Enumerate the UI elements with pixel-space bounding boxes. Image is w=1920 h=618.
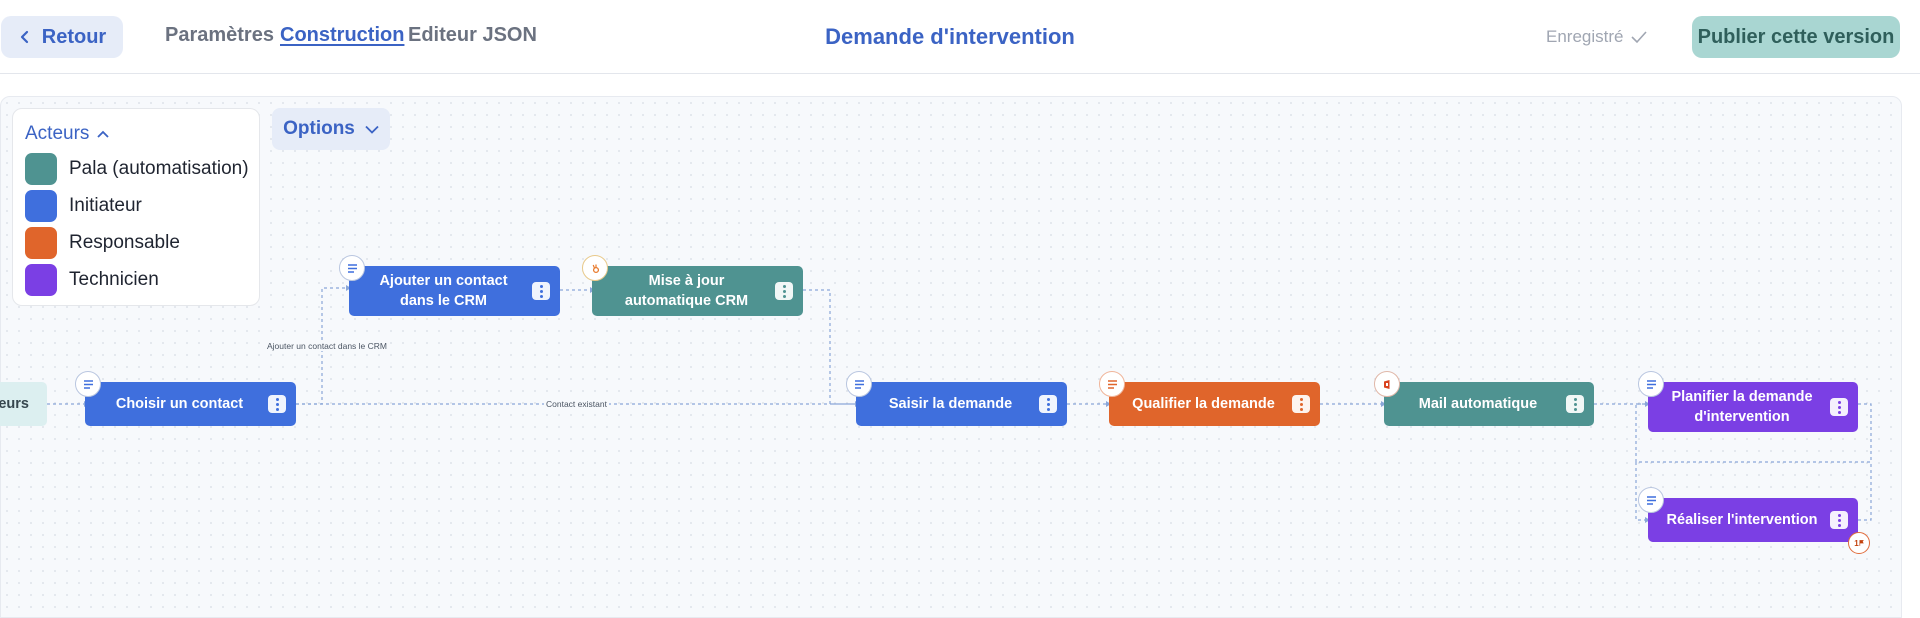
legend-item-label: Pala (automatisation)	[69, 158, 249, 179]
top-bar: Retour Paramètres Construction Editeur J…	[0, 0, 1920, 74]
form-icon	[75, 371, 101, 397]
publish-button[interactable]: Publier cette version	[1692, 16, 1900, 58]
legend-item-responsable: Responsable	[25, 227, 180, 259]
node-label: Planifier la demande d'intervention	[1671, 388, 1813, 425]
edge-label-add-contact: Ajouter un contact dans le CRM	[265, 341, 390, 351]
legend-item-label: Initiateur	[69, 195, 142, 216]
back-label: Retour	[41, 25, 107, 48]
check-icon	[1631, 31, 1648, 44]
node-label: Mail automatique	[1418, 395, 1538, 412]
edge-label-existing-contact: Contact existant	[544, 399, 609, 409]
partial-node[interactable]: eurs	[0, 382, 47, 426]
node-ajouter-contact-crm[interactable]: Ajouter un contact dans le CRM	[349, 266, 560, 316]
node-menu-button[interactable]	[532, 282, 550, 300]
legend-swatch	[25, 190, 57, 222]
node-menu-button[interactable]	[775, 282, 793, 300]
legend-item-technicien: Technicien	[25, 264, 159, 296]
page-title: Demande d'intervention	[825, 24, 1075, 49]
options-label: Options	[283, 118, 355, 139]
node-label: Réaliser l'intervention	[1666, 511, 1818, 528]
legend-item-pala: Pala (automatisation)	[25, 153, 249, 185]
chevron-down-icon	[365, 125, 379, 134]
save-status-label: Enregistré	[1546, 27, 1624, 46]
node-menu-button[interactable]	[1039, 395, 1057, 413]
legend-item-label: Responsable	[69, 232, 180, 253]
node-menu-button[interactable]	[1830, 511, 1848, 529]
node-mise-a-jour-crm[interactable]: Mise à jour automatique CRM	[592, 266, 803, 316]
counter-label: 1	[1854, 538, 1859, 548]
tab-parametres[interactable]: Paramètres	[165, 24, 274, 46]
save-status: Enregistré	[1546, 27, 1648, 47]
hubspot-icon	[582, 255, 608, 281]
node-mail-automatique[interactable]: Mail automatique	[1384, 382, 1594, 426]
back-button[interactable]: Retour	[1, 16, 123, 58]
legend-swatch	[25, 153, 57, 185]
form-icon	[1638, 487, 1664, 513]
chevron-left-icon	[20, 30, 28, 44]
legend-swatch	[25, 264, 57, 296]
node-label: Mise à jour automatique CRM	[624, 272, 749, 309]
node-realiser-intervention[interactable]: Réaliser l'intervention	[1648, 498, 1858, 542]
node-menu-button[interactable]	[268, 395, 286, 413]
node-menu-button[interactable]	[1292, 395, 1310, 413]
node-qualifier-la-demande[interactable]: Qualifier la demande	[1109, 382, 1320, 426]
tab-editeur-json[interactable]: Editeur JSON	[408, 24, 537, 46]
workflow-canvas[interactable]	[0, 96, 1902, 618]
node-label: Choisir un contact	[115, 395, 244, 412]
node-menu-button[interactable]	[1830, 398, 1848, 416]
notification-count-badge[interactable]: 1	[1848, 532, 1870, 554]
node-label: Ajouter un contact dans le CRM	[379, 272, 508, 309]
legend-toggle[interactable]: Acteurs	[25, 123, 110, 145]
options-button[interactable]: Options	[272, 108, 390, 150]
form-icon	[1638, 371, 1664, 397]
flag-icon	[1859, 540, 1864, 546]
node-menu-button[interactable]	[1566, 395, 1584, 413]
form-icon	[1099, 371, 1125, 397]
actors-legend: Acteurs Pala (automatisation) Initiateur…	[12, 108, 260, 306]
node-label: Saisir la demande	[888, 395, 1013, 412]
chevron-up-icon	[97, 130, 110, 138]
node-planifier-intervention[interactable]: Planifier la demande d'intervention	[1648, 382, 1858, 432]
legend-item-initiateur: Initiateur	[25, 190, 142, 222]
tab-construction[interactable]: Construction	[280, 24, 405, 46]
legend-swatch	[25, 227, 57, 259]
node-choisir-un-contact[interactable]: Choisir un contact	[85, 382, 296, 426]
form-icon	[846, 371, 872, 397]
legend-title: Acteurs	[25, 123, 90, 144]
node-saisir-la-demande[interactable]: Saisir la demande	[856, 382, 1067, 426]
office-icon	[1374, 371, 1400, 397]
form-icon	[339, 255, 365, 281]
node-label: Qualifier la demande	[1132, 395, 1275, 412]
legend-item-label: Technicien	[69, 269, 159, 290]
